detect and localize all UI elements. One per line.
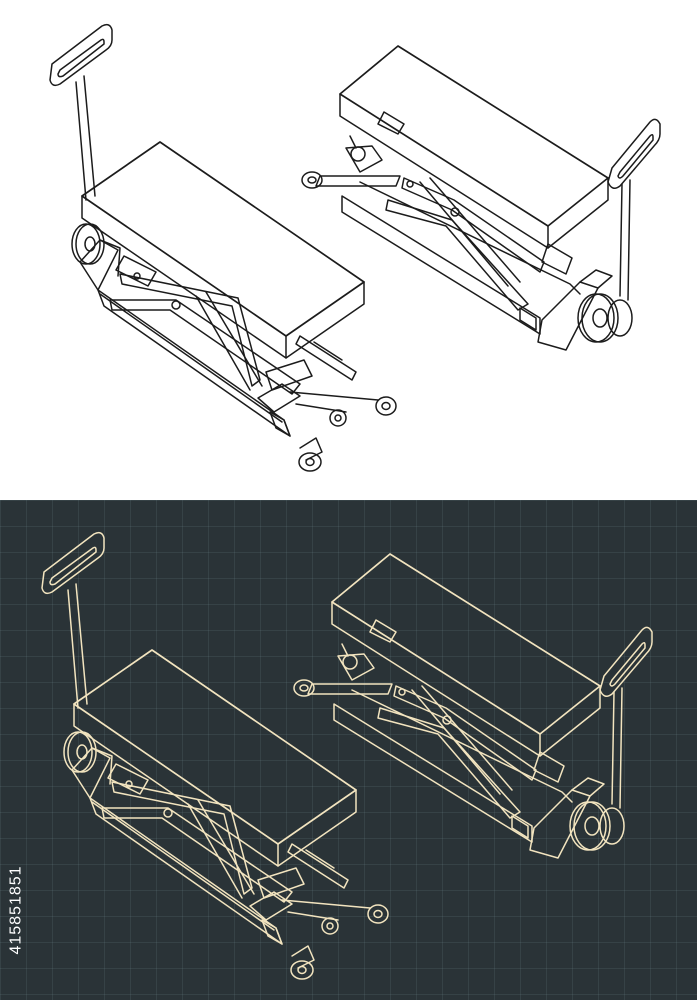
- stock-id-label: 415851851: [6, 835, 28, 985]
- white-line-drawing-panel: [49, 23, 661, 472]
- cart-left: [49, 23, 397, 472]
- scissor-lift-table-drawing-dark: [41, 531, 653, 980]
- cart-right: [293, 553, 653, 859]
- blueprint-grid: [0, 500, 697, 1000]
- stock-id-text: 415851851: [8, 865, 25, 955]
- blueprint-drawing-panel: [0, 500, 697, 1000]
- cart-left: [41, 531, 389, 980]
- cart-right: [301, 45, 661, 351]
- scissor-lift-table-drawing-light: [49, 23, 661, 472]
- blueprint-cart-pair: [41, 531, 653, 980]
